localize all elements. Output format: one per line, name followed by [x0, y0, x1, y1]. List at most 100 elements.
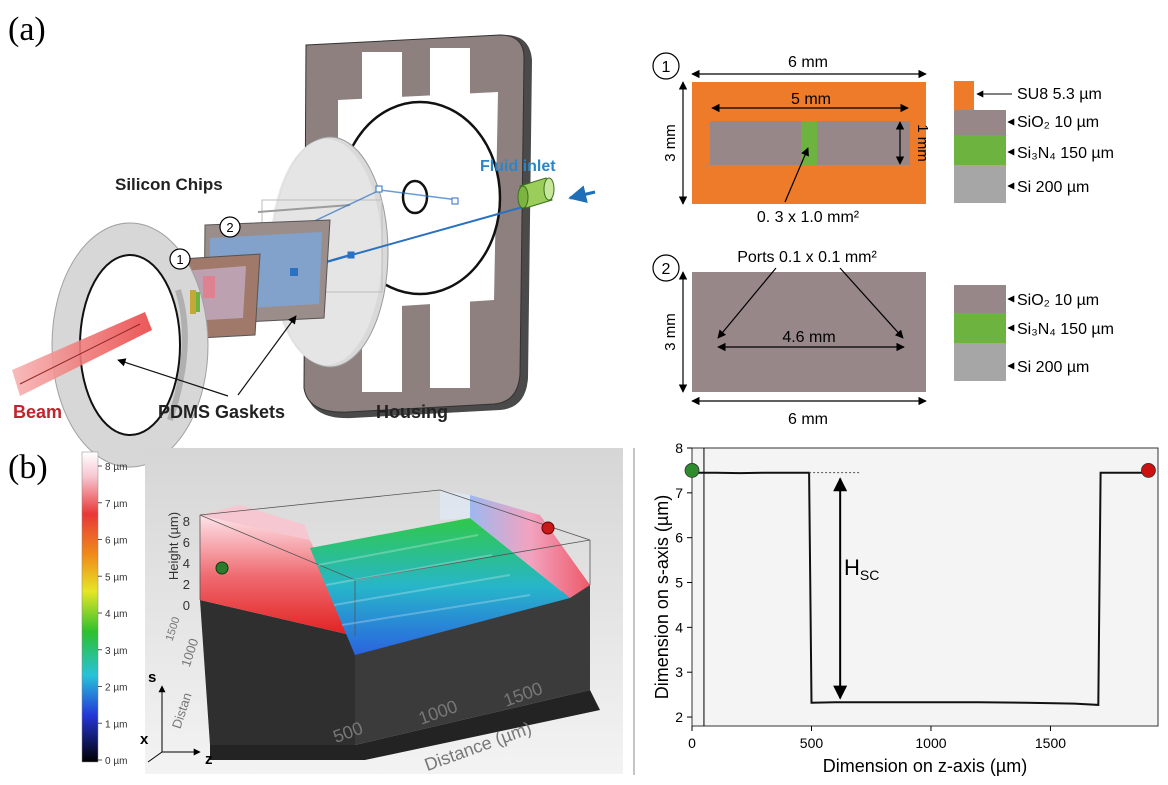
chip-1-inner-width-label: 5 mm [791, 91, 831, 108]
layer2-si3n4-swatch [954, 313, 1006, 343]
colorbar-gradient [81, 451, 99, 763]
pdms-gaskets-label: PDMS Gaskets [158, 402, 285, 422]
housing-label: Housing [376, 402, 448, 422]
x-tick-label: 500 [800, 735, 824, 751]
height-tick-label: 8 [183, 514, 190, 529]
y-tick-label: 8 [675, 440, 683, 456]
chip-1-schematic: 1 6 mm 5 mm 1 mm 3 mm 0. 3 x 1.0 mm² [652, 52, 931, 226]
colorbar-tick-label: 4 µm [105, 609, 127, 620]
layer-sio2-label: SiO₂ 10 µm [1017, 114, 1099, 131]
fluid-inlet-tube [517, 177, 555, 209]
profile-y-label: Dimension on s-axis (µm) [652, 495, 672, 699]
colorbar: 8 µm7 µm6 µm5 µm4 µm3 µm2 µm1 µm0 µm [81, 451, 127, 767]
height-axis-ticks: 0 2 4 6 8 [183, 514, 190, 613]
layer-si-swatch [954, 165, 1006, 203]
height-tick-label: 0 [183, 598, 190, 613]
chip-1-width-label: 6 mm [788, 54, 828, 71]
axis-z-label: z [205, 751, 213, 768]
right-plateau [470, 495, 590, 598]
chip-2-layer-stack: SiO₂ 10 µm Si₃N₄ 150 µm Si 200 µm [954, 285, 1114, 381]
chip-1-inner-height-label: 1 mm [914, 124, 931, 162]
panel-a-letter: (a) [8, 11, 46, 48]
layer-si-label: Si 200 µm [1017, 179, 1089, 196]
beam [12, 312, 152, 396]
chip-2-ports-label: Ports 0.1 x 0.1 mm² [737, 249, 877, 266]
left-plateau [200, 515, 355, 636]
housing-hole [401, 179, 429, 215]
profile-y-ticks: 2 3 4 5 6 7 8 [675, 440, 692, 725]
chip-1-number: 1 [176, 252, 183, 267]
hsc-main: H [844, 555, 860, 580]
colorbar-tick-label: 1 µm [105, 719, 127, 730]
height-tick-label: 6 [183, 535, 190, 550]
layer-si3n4-label: Si₃N₄ 150 µm [1017, 145, 1114, 162]
colorbar-tick-label: 0 µm [105, 756, 127, 767]
chip-2-schematic-circle [652, 254, 680, 282]
chip-1-marker: 1 [169, 248, 191, 270]
pdms-gasket-front [51, 222, 209, 468]
axis-s-label: s [148, 669, 156, 686]
chip-2-number: 2 [226, 220, 233, 235]
layer2-si-label: Si 200 µm [1017, 359, 1089, 376]
layer-si3n4-swatch [954, 135, 1006, 165]
chip-2-spacing-label: 4.6 mm [782, 329, 835, 346]
hsc-sub: SC [860, 567, 879, 583]
height-axis-label: Height (µm) [166, 512, 181, 580]
profile-plot-area [691, 447, 1159, 727]
layer-su8-label: SU8 5.3 µm [1017, 86, 1102, 103]
layer2-sio2-swatch [954, 285, 1006, 313]
surface-green-marker [215, 561, 229, 575]
beam-label: Beam [13, 402, 62, 422]
height-tick-label: 4 [183, 556, 190, 571]
profile-x-label: Dimension on z-axis (µm) [823, 756, 1027, 776]
fluid-inlet-label: Fluid inlet [480, 158, 556, 175]
colorbar-tick-label: 6 µm [105, 536, 127, 547]
silicon-chips-label: Silicon Chips [115, 175, 223, 194]
profile-marker [1141, 463, 1156, 478]
profile-chart: 2 3 4 5 6 7 8 0 500 1000 1500 HSC Dimension on s-… [652, 440, 1159, 776]
layer2-sio2-label: SiO₂ 10 µm [1017, 292, 1099, 309]
layer2-si3n4-label: Si₃N₄ 150 µm [1017, 321, 1114, 338]
layer-su8-swatch [954, 81, 974, 110]
chip-1-height-label: 3 mm [662, 124, 679, 162]
profile-series-line [692, 471, 1147, 706]
chip-2-schematic: 2 Ports 0.1 x 0.1 mm² 4.6 mm 3 mm 6 mm [652, 249, 927, 428]
gasket-arrow-back [237, 315, 297, 396]
colorbar-tick-label: 8 µm [105, 462, 127, 473]
profile-x-ticks: 0 500 1000 1500 [688, 726, 1066, 751]
y-tick-label: 2 [675, 709, 683, 725]
chip-2-marker: 2 [219, 216, 241, 238]
chip-1-schematic-circle [652, 52, 680, 80]
x-tick-label: 1500 [1035, 735, 1066, 751]
y-tick-label: 3 [675, 664, 683, 680]
chip-2-schematic-number: 2 [662, 261, 671, 278]
channel-floor [310, 518, 570, 655]
colorbar-tick-label: 2 µm [105, 683, 127, 694]
layer2-si-swatch [954, 343, 1006, 381]
chip-1-layer-stack: SU8 5.3 µm SiO₂ 10 µm Si₃N₄ 150 µm Si 20… [954, 81, 1114, 203]
chip-2-body [692, 272, 926, 392]
x-tick-label: 1000 [915, 735, 946, 751]
axis-x-label: x [140, 731, 149, 748]
y-tick-label: 6 [675, 530, 683, 546]
hsc-annotation: HSC [844, 555, 879, 583]
gasket-arrow-front [117, 358, 229, 397]
y-tick-label: 4 [675, 619, 683, 635]
panel-b-letter: (b) [8, 449, 48, 486]
chip-2-height-label: 3 mm [662, 313, 679, 351]
layer-sio2-swatch [954, 110, 1006, 135]
chip-1-window-label: 0. 3 x 1.0 mm² [757, 209, 860, 226]
colorbar-tick-label: 7 µm [105, 499, 127, 510]
colorbar-tick-label: 3 µm [105, 646, 127, 657]
y-tick-label: 5 [675, 575, 683, 591]
chip-2-width-label: 6 mm [788, 411, 828, 428]
height-tick-label: 2 [183, 577, 190, 592]
colorbar-ticks: 8 µm7 µm6 µm5 µm4 µm3 µm2 µm1 µm0 µm [98, 462, 127, 767]
profile-markers [684, 463, 1156, 478]
chip-1-schematic-number: 1 [662, 59, 671, 76]
profile-marker [684, 463, 700, 478]
x-tick-label: 0 [688, 735, 696, 751]
y-tick-label: 7 [675, 485, 683, 501]
